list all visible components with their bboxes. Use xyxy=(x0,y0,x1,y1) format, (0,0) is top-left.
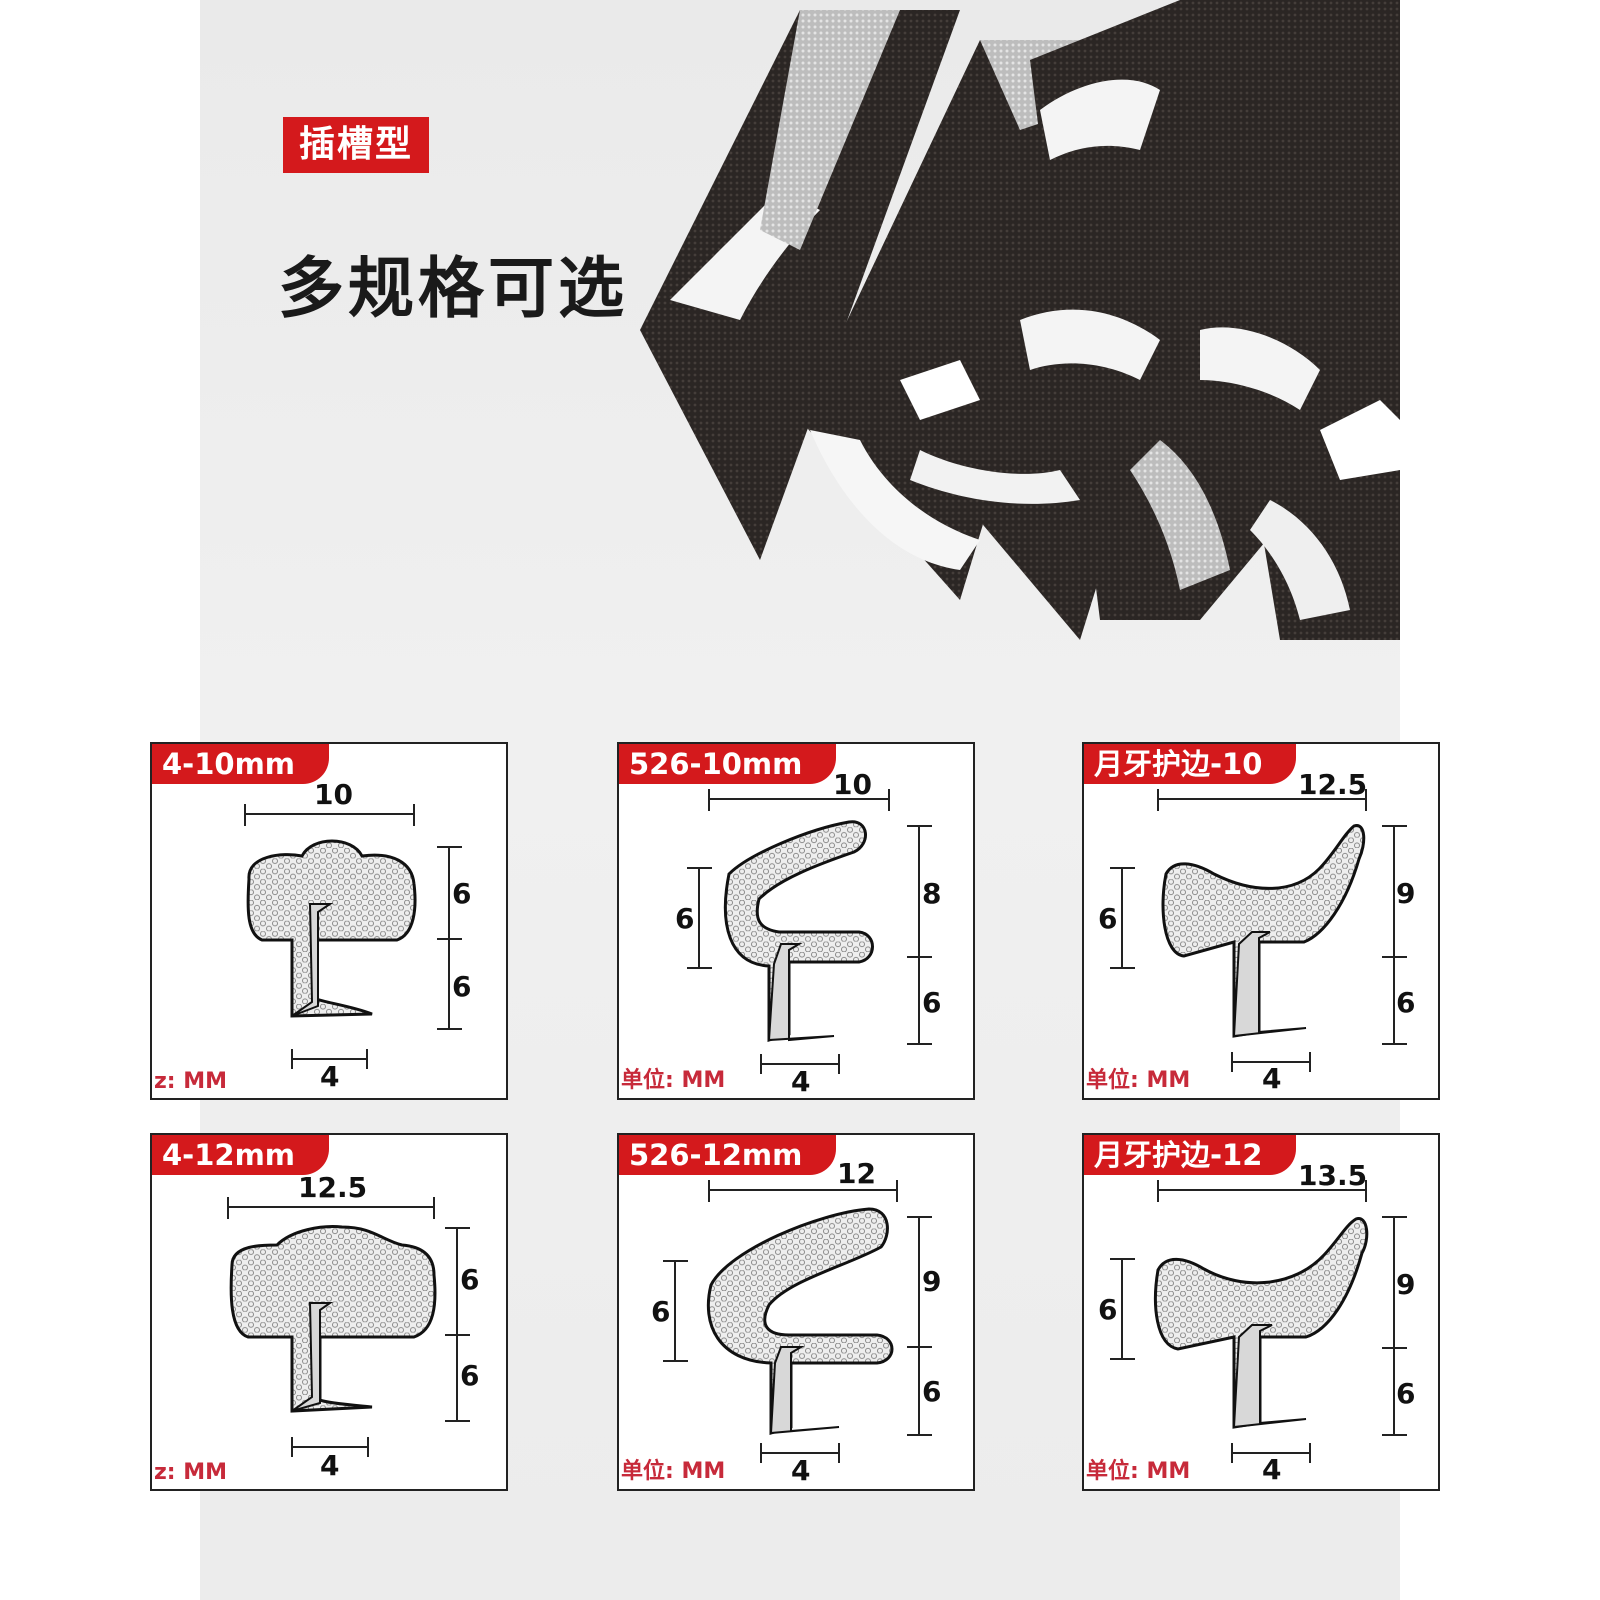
profile-diagram xyxy=(687,789,932,1074)
dim-bottom: 4 xyxy=(791,1065,811,1098)
dim-top: 13.5 xyxy=(1298,1159,1368,1192)
dim-right-bottom: 6 xyxy=(1396,986,1416,1019)
dim-bottom: 4 xyxy=(1262,1453,1282,1486)
dim-right-top: 8 xyxy=(922,877,942,910)
dim-left: 6 xyxy=(651,1295,671,1328)
spec-card-crescent-10: 月牙护边-10 12.5 6 9 6 4 单位: MM xyxy=(1082,742,1440,1100)
spec-card-4-12mm: 4-12mm 12.5 6 6 4 z: MM xyxy=(150,1133,508,1491)
dim-right-bottom: 6 xyxy=(452,970,472,1003)
dim-bottom: 4 xyxy=(320,1449,340,1482)
dim-top: 12 xyxy=(837,1157,876,1190)
unit-label: z: MM xyxy=(154,1069,228,1094)
dim-right-bottom: 6 xyxy=(1396,1377,1416,1410)
spec-card-4-10mm: 4-10mm 10 6 6 4 z: MM xyxy=(150,742,508,1100)
profile-diagram xyxy=(1110,1180,1407,1463)
dim-right-bottom: 6 xyxy=(922,986,942,1019)
dim-right-top: 9 xyxy=(922,1265,942,1298)
dim-right-top: 9 xyxy=(1396,877,1416,910)
unit-label: 单位: MM xyxy=(621,1068,726,1093)
dim-left: 6 xyxy=(1098,1293,1118,1326)
seal-strip-photo xyxy=(640,0,1400,640)
unit-label: 单位: MM xyxy=(1086,1459,1191,1484)
profile-diagram xyxy=(227,1197,470,1457)
dim-right-bottom: 6 xyxy=(460,1359,480,1392)
dim-top: 12.5 xyxy=(1298,768,1368,801)
dim-right-top: 6 xyxy=(452,877,472,910)
dim-bottom: 4 xyxy=(1262,1062,1282,1095)
spec-tag: 4-12mm xyxy=(152,1135,330,1175)
strip-body xyxy=(640,10,960,560)
dim-bottom: 4 xyxy=(791,1454,811,1487)
spec-tag: 526-10mm xyxy=(619,744,837,784)
unit-label: 单位: MM xyxy=(1086,1068,1191,1093)
unit-label: 单位: MM xyxy=(621,1459,726,1484)
spec-card-crescent-12: 月牙护边-12 13.5 6 9 6 4 单位: MM xyxy=(1082,1133,1440,1491)
product-poster: 插槽型 多规格可选 4-10mm 10 6 6 4 z: MM xyxy=(150,0,1440,1600)
spec-tag: 4-10mm xyxy=(152,744,330,784)
dim-top: 12.5 xyxy=(298,1171,368,1204)
dim-top: 10 xyxy=(314,778,353,811)
dim-left: 6 xyxy=(675,902,695,935)
dim-left: 6 xyxy=(1098,902,1118,935)
profile-diagram xyxy=(1110,789,1407,1072)
spec-tag: 月牙护边-10 xyxy=(1084,744,1297,784)
dim-right-bottom: 6 xyxy=(922,1375,942,1408)
dim-bottom: 4 xyxy=(320,1060,340,1093)
profile-diagram xyxy=(663,1180,932,1463)
type-badge: 插槽型 xyxy=(283,117,430,173)
profile-diagram xyxy=(244,804,462,1069)
dim-top: 10 xyxy=(833,768,872,801)
spec-card-526-12mm: 526-12mm 12 6 9 6 4 单位: MM xyxy=(617,1133,975,1491)
strip-body xyxy=(1190,0,1400,640)
dim-right-top: 6 xyxy=(460,1263,480,1296)
dim-right-top: 9 xyxy=(1396,1268,1416,1301)
spec-tag: 月牙护边-12 xyxy=(1084,1135,1297,1175)
spec-tag: 526-12mm xyxy=(619,1135,837,1175)
spec-card-526-10mm: 526-10mm 10 6 8 6 4 单位: MM xyxy=(617,742,975,1100)
headline: 多规格可选 xyxy=(278,250,628,327)
unit-label: z: MM xyxy=(154,1460,228,1485)
